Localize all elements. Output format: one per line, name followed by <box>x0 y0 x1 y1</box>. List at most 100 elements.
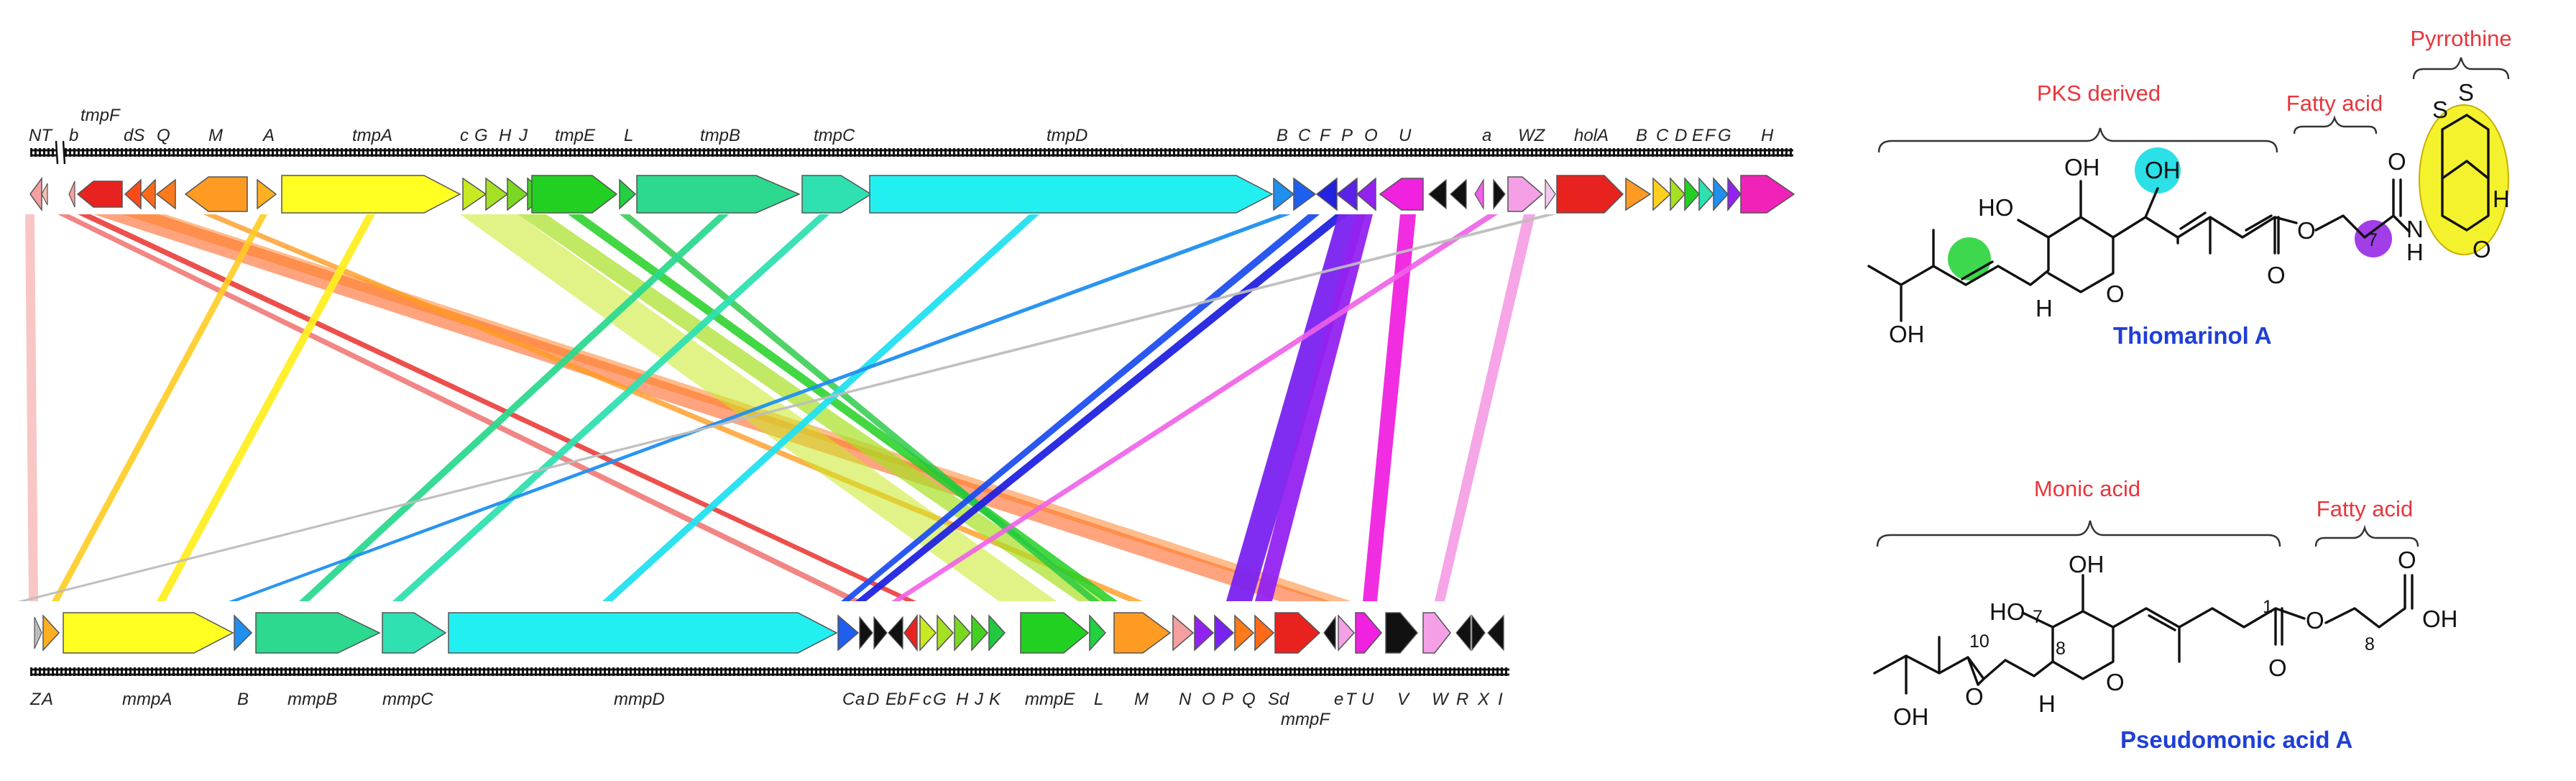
region-fatty-thio: Fatty acid <box>2286 91 2383 116</box>
gene-f <box>1315 177 1338 211</box>
label-tmpb: tmpB <box>700 126 740 145</box>
gene-d-b <box>873 616 888 650</box>
gene-q <box>155 178 176 210</box>
label-hola: holA <box>1574 126 1609 145</box>
highlight-chain <box>2355 220 2392 257</box>
thio-chain-count: 7 <box>2368 230 2378 250</box>
label-k-bottom: K <box>989 690 1001 709</box>
gene-z-b <box>34 616 42 649</box>
label-z: Z <box>29 690 42 709</box>
gene-mmpa <box>63 612 234 654</box>
label-t-bottom: T <box>1346 690 1358 709</box>
gene-mmpc <box>382 612 447 654</box>
label-mmpa: mmpA <box>122 690 172 709</box>
atom-ho-ring: HO <box>1990 598 2025 625</box>
label-o: O <box>1364 126 1378 145</box>
label-tmpc: tmpC <box>814 126 855 145</box>
bottom-cluster-track: Z A mmpA B mmpB mmpC mmpD C a D Eb F c G… <box>29 612 1509 729</box>
label-b-bottom: B <box>237 690 249 709</box>
link-a <box>52 214 267 601</box>
label-tmpa: tmpA <box>352 126 392 145</box>
gene-l-b <box>1089 614 1107 652</box>
label-tmpe: tmpE <box>555 126 596 145</box>
link-tmpa <box>157 214 375 601</box>
label-x-bottom: X <box>1477 690 1490 709</box>
gene-mmpe <box>1020 612 1090 654</box>
label-q-bottom: Q <box>1242 690 1256 709</box>
pseudo-chain-count: 8 <box>2365 634 2375 654</box>
pseudo-num-8: 8 <box>2056 639 2066 659</box>
label-g: G <box>474 126 488 145</box>
gene-h <box>507 177 529 211</box>
top-gap-mark <box>56 138 63 167</box>
gene-black1 <box>1428 178 1447 210</box>
label-b2: B <box>1276 126 1288 145</box>
gene-hola <box>1556 175 1624 214</box>
gene-a-b <box>42 614 60 652</box>
link-tmpb <box>299 214 729 601</box>
atom-o-acid: O <box>2398 547 2416 573</box>
brace-fatty-pseudo <box>2314 524 2419 547</box>
label-hold: D <box>1675 126 1687 145</box>
gene-g-b <box>937 614 954 652</box>
gene-mmpb <box>255 612 381 654</box>
gene-i-b <box>1487 614 1504 652</box>
synteny-links <box>17 214 1557 601</box>
link-a-small <box>891 214 1498 601</box>
pseudo-num-1: 1 <box>2263 597 2273 617</box>
label-g-bottom: G <box>933 690 947 709</box>
link-ds-q <box>93 214 1330 601</box>
link-b-fan <box>58 214 862 601</box>
gene-hold <box>1670 177 1686 211</box>
gene-h-b <box>954 614 972 652</box>
gene-tmpf <box>76 181 123 208</box>
atom-nh-pyrr: H <box>2493 186 2510 212</box>
pseudo-num-10: 10 <box>1969 631 1990 652</box>
gene-c-b2 <box>919 614 937 652</box>
brace-monic <box>1876 520 2281 547</box>
label-m-bottom: M <box>1134 690 1149 709</box>
atom-o-ring-p: O <box>2106 669 2125 695</box>
top-gap-slash1 <box>55 140 59 165</box>
label-holc: C <box>1656 126 1669 145</box>
atom-oh-top: OH <box>2069 551 2104 577</box>
label-h-bottom: H <box>956 690 969 709</box>
gene-u-b <box>1355 612 1382 654</box>
label-holh: H <box>1761 126 1774 145</box>
gene-tmpe <box>531 175 618 214</box>
label-a-bottom: A <box>40 690 53 709</box>
brace-pyrrothine <box>2412 57 2510 80</box>
label-hole: E <box>1692 126 1704 145</box>
gene-g <box>485 177 509 211</box>
label-f: F <box>1320 126 1331 145</box>
atom-h-amide: H <box>2406 239 2424 265</box>
gene-u <box>1379 178 1424 211</box>
region-pks: PKS derived <box>2037 81 2161 106</box>
link-u <box>1363 214 1416 601</box>
label-a-bottom2: a <box>855 690 865 709</box>
link-z <box>17 214 1557 601</box>
gene-o <box>1356 177 1376 211</box>
atom-o-ester: O <box>2297 217 2316 244</box>
thiomarinol-a-name: Thiomarinol A <box>2113 322 2272 349</box>
pseudo-num-7: 7 <box>2033 607 2043 627</box>
gene-tmpb <box>636 175 801 214</box>
gene-black2 <box>1450 178 1467 210</box>
label-mmpd: mmpD <box>614 690 665 709</box>
atom-s-1: S <box>2432 96 2448 123</box>
label-l-bottom: L <box>1094 690 1103 709</box>
pseudomonic-acid-a-name: Pseudomonic acid A <box>2120 726 2352 753</box>
link-b <box>229 214 1291 601</box>
atom-o-epoxide: O <box>1965 683 1984 710</box>
highlight-pyrrothine <box>2419 104 2509 255</box>
gene-a <box>257 178 277 210</box>
atom-o-carbonyl-p: O <box>2268 654 2287 681</box>
label-tmpf: tmpF <box>80 106 121 125</box>
label-mmpf: mmpF <box>1281 710 1330 729</box>
gene-tmpd <box>869 175 1274 214</box>
gene-f-b <box>903 613 918 652</box>
label-wz: WZ <box>1518 126 1546 145</box>
gene-hole <box>1684 177 1701 211</box>
gene-k-b <box>988 614 1006 652</box>
